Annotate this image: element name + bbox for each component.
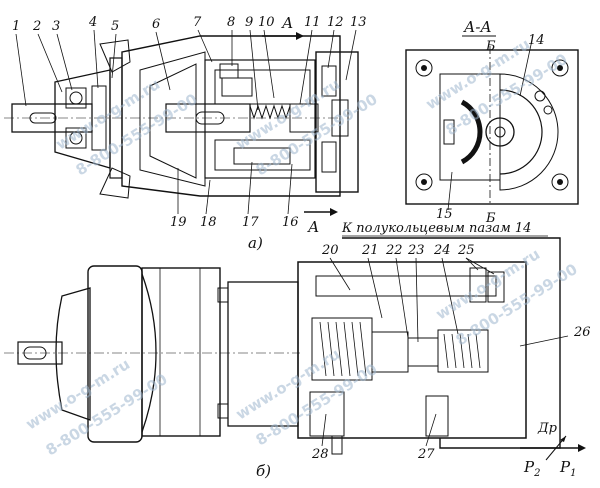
view-b-assembly bbox=[4, 237, 586, 461]
caption-b: б) bbox=[256, 462, 271, 480]
pressure-p1: P1 bbox=[559, 458, 576, 479]
label-18: 18 bbox=[200, 215, 217, 230]
label-20: 20 bbox=[321, 243, 339, 258]
label-4: 4 bbox=[88, 15, 97, 30]
caption-a: а) bbox=[248, 234, 263, 252]
label-8: 8 bbox=[227, 15, 235, 30]
leader-lines-bottom bbox=[321, 257, 569, 447]
label-14: 14 bbox=[528, 33, 545, 48]
label-7: 7 bbox=[193, 15, 202, 30]
label-15: 15 bbox=[436, 207, 453, 222]
label-19: 19 bbox=[170, 215, 187, 230]
label-23: 23 bbox=[407, 243, 425, 258]
section-marker-b-bottom: Б bbox=[485, 211, 496, 226]
leader-lines-top bbox=[15, 29, 357, 215]
label-11: 11 bbox=[304, 15, 321, 30]
label-13: 13 bbox=[350, 15, 367, 30]
throttle-label: Др bbox=[537, 421, 558, 436]
section-marker-a-bottom: А bbox=[307, 218, 319, 236]
label-3: 3 bbox=[52, 19, 60, 34]
label-22: 22 bbox=[385, 243, 403, 258]
label-12: 12 bbox=[327, 15, 344, 30]
label-10: 10 bbox=[258, 15, 275, 30]
label-17: 17 bbox=[242, 215, 259, 230]
label-28: 28 bbox=[311, 447, 329, 462]
label-6: 6 bbox=[152, 17, 160, 32]
section-title: А-А bbox=[463, 18, 492, 36]
section-marker-a-top: А bbox=[281, 14, 293, 32]
label-2: 2 bbox=[32, 19, 41, 34]
label-5: 5 bbox=[111, 19, 119, 34]
pressure-p2: P2 bbox=[523, 458, 540, 479]
labels-section-a-a: А-А Б Б 14 15 bbox=[436, 18, 545, 226]
section-a-a-view bbox=[405, 39, 579, 211]
label-24: 24 bbox=[433, 243, 451, 258]
label-27: 27 bbox=[417, 447, 435, 462]
label-26: 26 bbox=[573, 325, 591, 340]
label-25: 25 bbox=[457, 243, 475, 258]
view-a-longitudinal-section bbox=[4, 32, 359, 216]
labels-top-view: 1 2 3 4 5 6 7 8 9 10 11 12 13 А 19 18 17… bbox=[12, 14, 367, 252]
label-9: 9 bbox=[245, 15, 253, 30]
labels-bottom-view: К полукольцевым пазам 14 20 21 22 23 24 … bbox=[256, 221, 591, 480]
note-to-grooves: К полукольцевым пазам 14 bbox=[341, 221, 531, 236]
label-21: 21 bbox=[361, 243, 379, 258]
label-16: 16 bbox=[282, 215, 299, 230]
section-marker-b-top: Б bbox=[485, 39, 496, 54]
label-1: 1 bbox=[12, 19, 20, 34]
